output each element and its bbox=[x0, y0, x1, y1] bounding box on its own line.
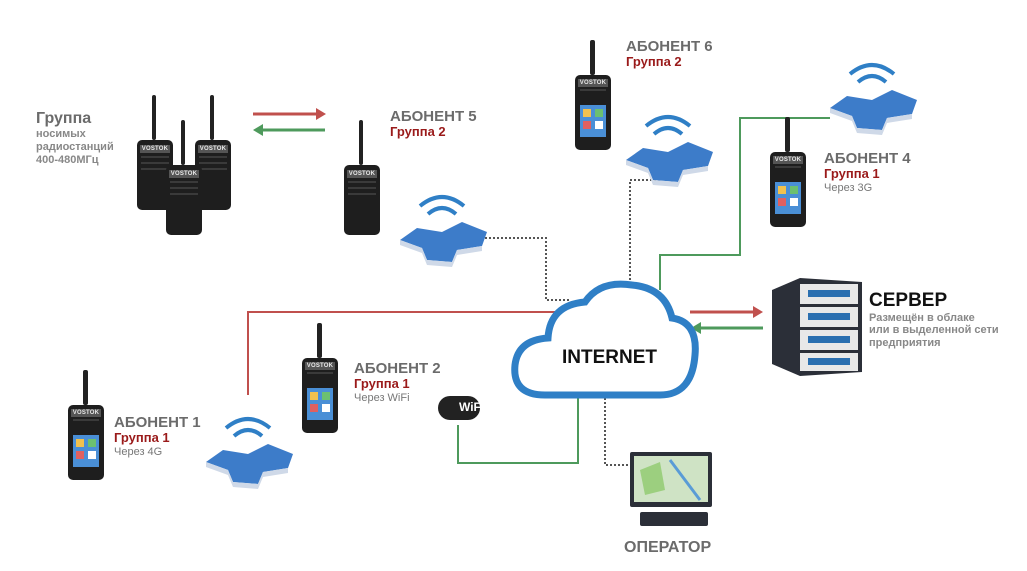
radio-brand-label: VOSTOK bbox=[774, 157, 802, 163]
ab5-title: АБОНЕНТ 5 bbox=[390, 108, 477, 125]
ab4-via: Через 3G bbox=[824, 182, 873, 195]
radio-brand-label: VOSTOK bbox=[141, 146, 169, 152]
cell-tower-ab6 bbox=[624, 115, 715, 189]
radio-ab4-icon bbox=[770, 117, 806, 227]
server-line2: или в выделенной сети bbox=[869, 324, 999, 337]
arrow-from-server-green bbox=[691, 322, 763, 334]
radio-ab1-icon bbox=[68, 370, 104, 480]
radio-brand-label: VOSTOK bbox=[348, 171, 376, 177]
radio-brand-label: VOSTOK bbox=[579, 80, 607, 86]
ab4-label: АБОНЕНТ 4 Группа 1 Через 3G bbox=[824, 150, 911, 195]
cell-tower-ab4 bbox=[828, 63, 919, 137]
link-operator-dotted bbox=[604, 398, 632, 466]
link-ab4-green bbox=[659, 117, 830, 290]
link-ab1-red bbox=[247, 311, 562, 395]
internet-label: INTERNET bbox=[562, 347, 657, 368]
server-title: СЕРВЕР bbox=[869, 290, 948, 311]
server-line3: предприятия bbox=[869, 337, 941, 350]
ab4-title: АБОНЕНТ 4 bbox=[824, 150, 911, 167]
ab1-title: АБОНЕНТ 1 bbox=[114, 414, 201, 431]
internet-cloud bbox=[511, 280, 699, 399]
ab2-group: Группа 1 bbox=[354, 376, 410, 392]
ab6-title: АБОНЕНТ 6 bbox=[626, 38, 713, 55]
radio-ab6-icon bbox=[575, 40, 611, 150]
ab2-via: Через WiFi bbox=[354, 392, 410, 405]
operator-label: ОПЕРАТОР bbox=[624, 539, 712, 556]
radio-brand-label: VOSTOK bbox=[199, 146, 227, 152]
ab4-group: Группа 1 bbox=[824, 166, 880, 182]
ab1-via: Через 4G bbox=[114, 446, 163, 459]
radio-brand-label: VOSTOK bbox=[306, 363, 334, 369]
radio-group-icon bbox=[137, 95, 231, 235]
radio-ab2-icon bbox=[302, 323, 338, 433]
ab2-title: АБОНЕНТ 2 bbox=[354, 360, 441, 377]
link-ab6-dotted bbox=[629, 179, 660, 287]
group-line1: носимых bbox=[36, 128, 86, 141]
server-line1: Размещён в облаке bbox=[869, 311, 975, 324]
cell-tower-ab5 bbox=[398, 195, 489, 269]
radio-brand-label: VOSTOK bbox=[72, 410, 100, 416]
server-icon bbox=[772, 278, 862, 376]
operator-monitor-icon bbox=[630, 452, 712, 526]
arrow-left-green bbox=[253, 124, 325, 136]
link-ab5-dotted bbox=[485, 237, 570, 301]
group-line2: радиостанций bbox=[36, 141, 114, 154]
arrow-to-server-red bbox=[690, 306, 763, 318]
ab6-group: Группа 2 bbox=[626, 54, 682, 70]
ab1-label: АБОНЕНТ 1 Группа 1 Через 4G bbox=[114, 414, 201, 459]
ab6-label: АБОНЕНТ 6 Группа 2 bbox=[626, 38, 713, 70]
ab5-label: АБОНЕНТ 5 Группа 2 bbox=[390, 108, 477, 140]
wifi-icon bbox=[438, 396, 480, 420]
cell-tower-ab1 bbox=[204, 417, 295, 491]
group-title: Группа bbox=[36, 110, 92, 127]
group-label: Группа носимых радиостанций 400-480МГц bbox=[36, 110, 114, 166]
arrow-right-red bbox=[253, 108, 326, 120]
link-wifi-green bbox=[457, 398, 579, 464]
group-line3: 400-480МГц bbox=[36, 153, 99, 166]
radio-brand-label: VOSTOK bbox=[170, 171, 198, 177]
ab1-group: Группа 1 bbox=[114, 430, 170, 446]
ab2-label: АБОНЕНТ 2 Группа 1 Через WiFi bbox=[354, 360, 441, 405]
ab5-group: Группа 2 bbox=[390, 124, 446, 140]
wifi-label: WiFi bbox=[459, 400, 485, 414]
server-label: СЕРВЕР Размещён в облаке или в выделенно… bbox=[869, 290, 999, 350]
